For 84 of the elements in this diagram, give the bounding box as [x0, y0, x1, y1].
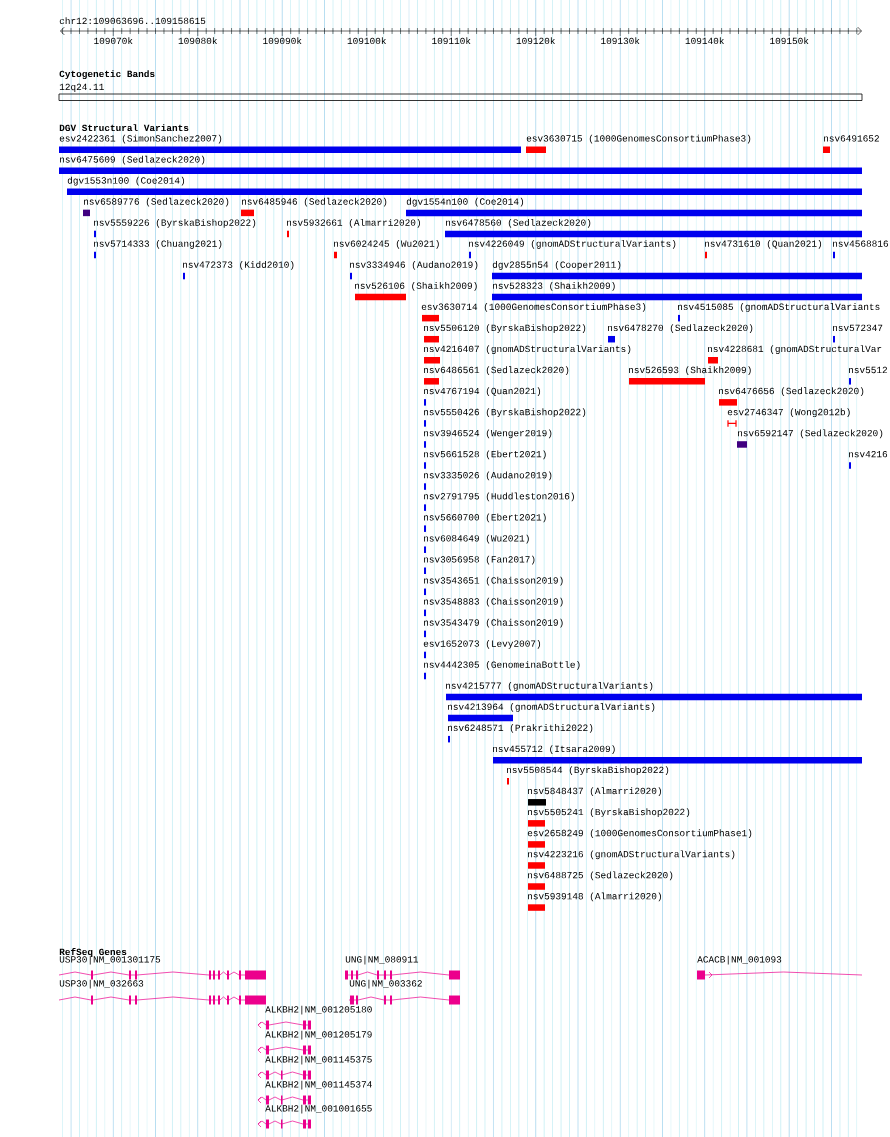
- variant-label: nsv3548883 (Chaisson2019): [424, 597, 563, 607]
- tick-label: 109120k: [516, 37, 555, 45]
- variant-label: esv3630715 (1000GenomesConsortiumPhase3): [526, 134, 751, 144]
- variant-label: nsv3946524 (Wenger2019): [424, 429, 552, 439]
- band-label: 12q24.11: [59, 83, 104, 92]
- tick-label: 109110k: [432, 37, 471, 45]
- variant-label: nsv4515085 (gnomADStructuralVariants: [678, 303, 880, 312]
- variant-label: nsv5559226 (ByrskaBishop2022): [94, 218, 256, 228]
- gene-label: UNG|NM_003362: [349, 979, 422, 989]
- tick-label: 109130k: [601, 37, 640, 45]
- variant-label: dgv1553n100 (Coe2014): [67, 176, 185, 186]
- variant-label: esv2746347 (Wong2012b): [727, 408, 850, 418]
- gene-label: ALKBH2|NM_001145374: [265, 1080, 372, 1090]
- variant-label: nsv6248571 (Prakrithi2022): [448, 724, 593, 733]
- variant-label: nsv528323 (Shaikh2009): [493, 282, 615, 291]
- tick-label: 109150k: [770, 37, 809, 45]
- variant-label: nsv5932661 (Almarri2020): [287, 218, 420, 228]
- variant-label: esv3630714 (1000GenomesConsortiumPhase3): [421, 303, 646, 312]
- track-heading: DGV Structural Variants: [59, 124, 189, 132]
- variant-label: nsv6478270 (Sedlazeck2020): [608, 324, 753, 333]
- variant-label: nsv3335026 (Audano2019): [424, 471, 552, 481]
- variant-label: nsv4216407 (gnomADStructuralVariants): [424, 345, 631, 354]
- variant-label: dgv2855n54 (Cooper2011): [492, 261, 621, 270]
- variant-label: nsv5512: [849, 366, 887, 374]
- variant-label: nsv2791795 (Huddleston2016): [424, 492, 574, 502]
- variant-label: nsv5939148 (Almarri2020): [528, 892, 661, 902]
- variant-label: nsv6476656 (Sedlazeck2020): [719, 387, 864, 397]
- variant-label: esv1652073 (Levy2007): [423, 639, 541, 649]
- gene-label: USP30|NM_032663: [59, 979, 144, 989]
- variant-label: nsv6491652: [824, 135, 879, 142]
- variant-label: nsv5550426 (ByrskaBishop2022): [424, 408, 586, 418]
- variant-label: nsv526593 (Shaikh2009): [629, 366, 751, 375]
- variant-label: nsv5506120 (ByrskaBishop2022): [424, 324, 586, 333]
- variant-label: nsv6478560 (Sedlazeck2020): [446, 218, 591, 228]
- variant-label: nsv6084649 (Wu2021): [424, 534, 529, 544]
- variant-label: nsv4213964 (gnomADStructuralVariants): [448, 703, 655, 712]
- variant-label: nsv4228681 (gnomADStructuralVar: [708, 345, 882, 354]
- variant-label: nsv5661528 (Ebert2021): [424, 450, 546, 460]
- variant-label: nsv6475609 (Sedlazeck2020): [60, 155, 205, 165]
- variant-label: nsv472373 (Kidd2010): [183, 261, 294, 270]
- variant-label: nsv5714333 (Chuang2021): [94, 239, 222, 249]
- gene-label: USP30|NM_001301175: [59, 955, 161, 965]
- variant-label: nsv4568816: [833, 240, 888, 247]
- tick-label: 109140k: [685, 37, 724, 45]
- variant-label: nsv4223216 (gnomADStructuralVariants): [528, 850, 735, 860]
- variant-label: esv2422361 (SimonSanchez2007): [59, 134, 222, 144]
- track-heading: Cytogenetic Bands: [59, 70, 155, 79]
- variant-label: nsv3543479 (Chaisson2019): [424, 618, 563, 628]
- variant-label: nsv6592147 (Sedlazeck2020): [738, 429, 883, 439]
- variant-label: nsv455712 (Itsara2009): [493, 745, 615, 754]
- variant-label: nsv526106 (Shaikh2009): [355, 282, 477, 291]
- gene-label: ALKBH2|NM_001145375: [265, 1055, 372, 1065]
- variant-label: nsv6486561 (Sedlazeck2020): [424, 366, 569, 375]
- variant-label: nsv4226049 (gnomADStructuralVariants): [469, 239, 676, 249]
- variant-label: nsv4215777 (gnomADStructuralVariants): [446, 682, 653, 691]
- variant-label: dgv1554n100 (Coe2014): [406, 197, 524, 207]
- tick-label: 109080k: [178, 37, 217, 45]
- variant-label: nsv6024245 (Wu2021): [334, 239, 439, 249]
- variant-label: nsv6488725 (Sedlazeck2020): [528, 871, 673, 881]
- gene-label: UNG|NM_080911: [345, 955, 419, 965]
- variant-label: nsv4442305 (GenomeinaBottle): [424, 660, 580, 670]
- tick-label: 109070k: [94, 37, 133, 45]
- variant-label: nsv5848437 (Almarri2020): [528, 787, 661, 796]
- variant-label: nsv5505241 (ByrskaBishop2022): [528, 808, 690, 818]
- variant-label: nsv6485946 (Sedlazeck2020): [242, 197, 387, 207]
- variant-label: nsv3334946 (Audano2019): [350, 261, 478, 270]
- variant-label: nsv4216: [849, 450, 888, 458]
- variant-label: nsv3056958 (Fan2017): [424, 555, 535, 565]
- tick-label: 109090k: [263, 37, 302, 45]
- tick-label: 109100k: [347, 37, 386, 45]
- variant-label: nsv4731610 (Quan2021): [705, 239, 822, 249]
- variant-label: nsv3543651 (Chaisson2019): [424, 576, 563, 586]
- variant-label: nsv6589776 (Sedlazeck2020): [84, 197, 229, 207]
- variant-label: esv2658249 (1000GenomesConsortiumPhase1): [527, 829, 752, 839]
- variant-label: nsv4767194 (Quan2021): [424, 387, 541, 397]
- gene-label: ALKBH2|NM_001205180: [265, 1005, 372, 1015]
- gene-label: ALKBH2|NM_001205179: [265, 1030, 372, 1040]
- track-heading: RefSeq Genes: [59, 948, 127, 957]
- variant-label: nsv5508544 (ByrskaBishop2022): [507, 766, 669, 775]
- coordinate-label: chr12:109063696..109158615: [59, 17, 206, 25]
- gene-label: ACACB|NM_001093: [697, 955, 782, 965]
- variant-label: nsv572347: [833, 324, 883, 332]
- gene-label: ALKBH2|NM_001001655: [265, 1104, 372, 1114]
- variant-label: nsv5660700 (Ebert2021): [424, 513, 546, 523]
